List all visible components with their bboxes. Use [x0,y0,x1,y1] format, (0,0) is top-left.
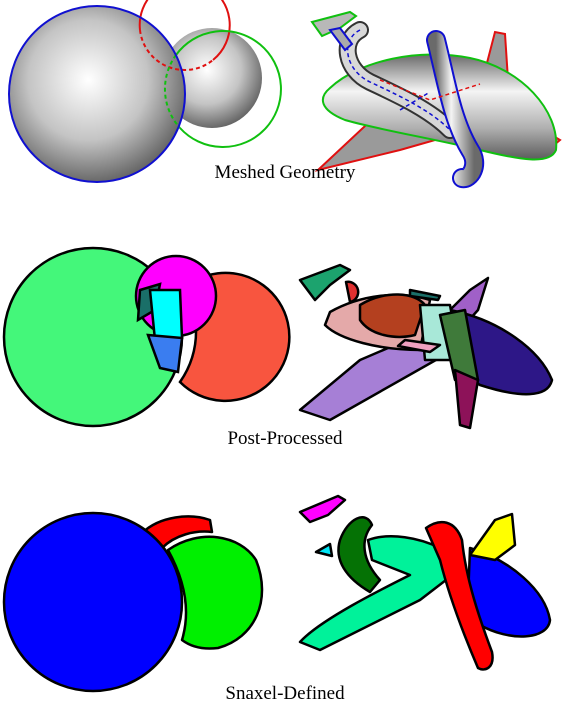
meshed-spheres [9,0,281,182]
meshed-airplane [312,12,560,178]
caption-meshed-geometry: Meshed Geometry [215,162,356,183]
post-tail-teal [300,265,350,300]
snaxel-spheres [4,513,262,691]
post-region-cyan [150,290,182,340]
snaxel-nose-cyan [316,544,332,556]
caption-post-processed: Post-Processed [227,428,343,449]
caption-snaxel-defined: Snaxel-Defined [225,683,345,704]
snaxel-tail-magenta [300,496,345,522]
snaxel-airplane [300,496,550,669]
snaxel-blue-region [4,513,182,691]
snaxel-tail-yellow [470,514,515,560]
post-region-brown [360,294,425,336]
post-spheres [4,248,289,426]
post-nose-red [346,282,358,302]
post-airplane [300,265,552,428]
post-region-maroon [455,370,478,428]
